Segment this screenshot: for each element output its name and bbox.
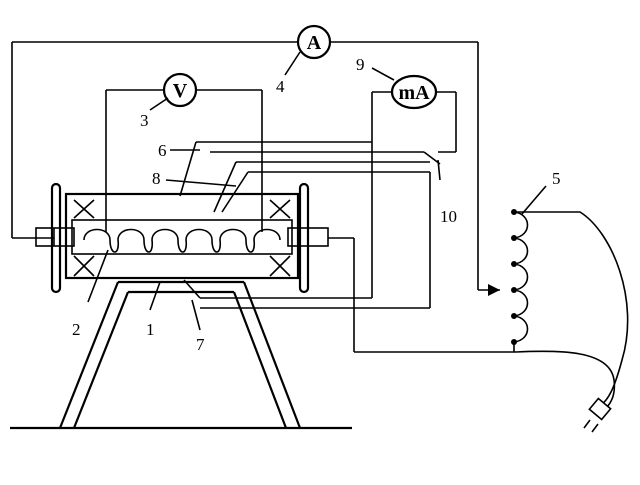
label-2: 2 — [72, 320, 81, 339]
voltmeter-label: V — [173, 80, 188, 102]
label-5: 5 — [552, 169, 561, 188]
stand — [58, 280, 302, 429]
label-3: 3 — [140, 111, 149, 130]
right-flange — [298, 182, 310, 294]
power-cord-lower — [515, 350, 616, 409]
ammeter — [296, 24, 332, 60]
left-plug — [35, 227, 75, 247]
insulation-right — [269, 199, 291, 277]
thermocouple-leads — [165, 92, 441, 309]
label-leaders — [87, 51, 547, 331]
milliammeter-circuit — [372, 91, 457, 153]
voltmeter — [162, 72, 198, 108]
thermocouple-junction — [183, 279, 201, 299]
label-9: 9 — [356, 55, 365, 74]
power-cord-upper — [514, 211, 629, 407]
outer-tube — [64, 192, 300, 280]
inner-tube — [71, 219, 293, 255]
voltmeter-circuit — [105, 89, 263, 232]
rheostat-coil — [513, 211, 529, 343]
ammeter-circuit — [11, 41, 500, 296]
label-4: 4 — [276, 77, 285, 96]
ammeter-label: A — [307, 32, 322, 54]
coil-taps — [511, 209, 517, 345]
label-6: 6 — [158, 141, 167, 160]
rheostat-slider-arrow — [488, 284, 500, 296]
insulation-left — [73, 199, 95, 277]
heating-coil — [83, 228, 281, 253]
label-7: 7 — [196, 335, 205, 354]
power-leads — [328, 237, 516, 353]
label-8: 8 — [152, 169, 161, 188]
milliammeter-label: mA — [398, 82, 430, 104]
milliammeter — [390, 74, 438, 110]
power-plug-icon — [583, 397, 612, 433]
label-10: 10 — [440, 207, 457, 226]
label-1: 1 — [146, 320, 155, 339]
furnace-body — [35, 182, 329, 299]
